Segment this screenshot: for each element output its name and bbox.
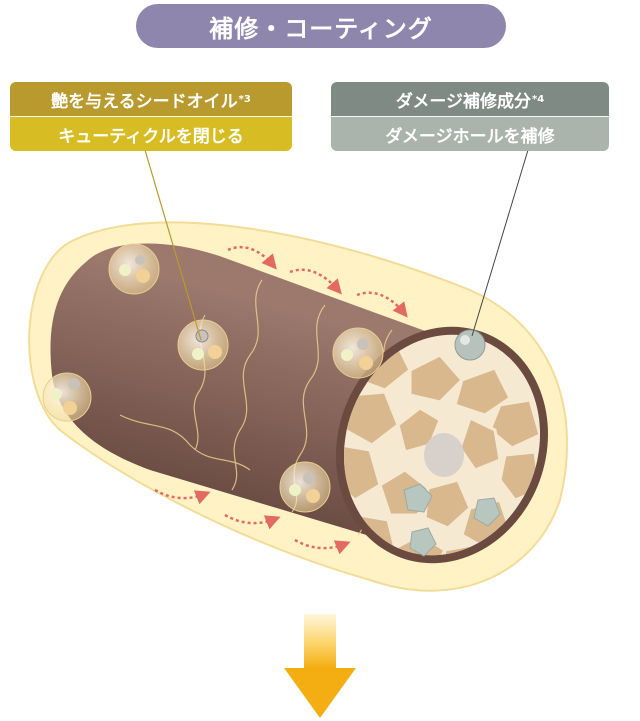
seed-oil-label-line2: キューティクルを閉じる xyxy=(10,116,292,151)
oil-bubble xyxy=(332,327,384,379)
seed-oil-bubbles xyxy=(42,243,384,513)
damage-hole-label-text: ダメージホールを補修 xyxy=(385,126,555,147)
oil-bubble xyxy=(177,319,229,371)
section-title-text: 補修・コーティング xyxy=(209,14,433,43)
repair-label-line2: ダメージホールを補修 xyxy=(331,116,609,151)
right-pointer-line xyxy=(471,149,529,337)
seed-oil-label: 艶を与えるシードオイル*3 キューティクルを閉じる xyxy=(10,82,292,151)
repair-label-text: ダメージ補修成分 xyxy=(395,91,531,112)
oil-bubble xyxy=(108,243,160,295)
seed-oil-label-text: 艶を与えるシードオイル xyxy=(51,91,238,112)
seed-oil-label-line1: 艶を与えるシードオイル*3 xyxy=(10,82,292,116)
flow-arrows xyxy=(154,245,408,555)
down-arrow xyxy=(284,614,356,718)
oil-bubble xyxy=(42,372,92,422)
flow-arrow xyxy=(227,245,277,270)
medulla xyxy=(424,433,464,477)
flow-arrow xyxy=(356,291,408,318)
damage-holes xyxy=(403,483,501,557)
section-title: 補修・コーティング xyxy=(136,4,506,48)
repair-label: ダメージ補修成分*4 ダメージホールを補修 xyxy=(331,82,609,151)
repair-footnote: *4 xyxy=(531,93,545,105)
flow-arrow xyxy=(289,268,342,295)
seed-oil-footnote: *3 xyxy=(238,93,251,105)
cuticle-label-text: キューティクルを閉じる xyxy=(58,126,244,147)
oil-bubble xyxy=(279,461,331,513)
hair-cross-section xyxy=(330,326,548,584)
repair-ingredient xyxy=(454,329,486,361)
left-pointer-line xyxy=(144,149,202,341)
repair-label-line1: ダメージ補修成分*4 xyxy=(331,82,609,116)
